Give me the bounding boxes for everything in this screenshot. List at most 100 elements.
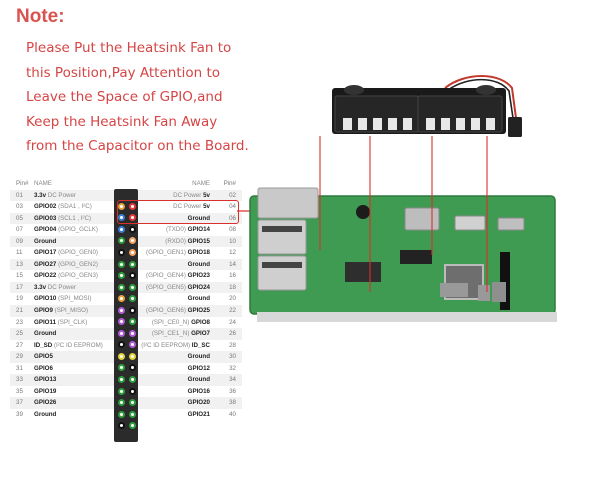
pin-name-right: (GPIO_GEN6) GPIO25 [146, 305, 210, 317]
pin-name-left-main: GPIO19 [34, 387, 57, 395]
pin-name-left-main: GPIO17 [34, 249, 57, 257]
pin-name-right-sub: (RXD0) [165, 237, 186, 245]
pin-name-left: GPIO19 [34, 386, 56, 398]
pin-name-right: DC Power 5v [173, 201, 210, 213]
pin-name-left-sub: (SPI_MISO) [54, 307, 89, 315]
pin-number-right: 10 [229, 237, 236, 245]
pin-number-left: 09 [16, 237, 23, 245]
pin-name-right: Ground [188, 351, 210, 363]
pin-number-left: 25 [16, 330, 23, 338]
gpio-pin [129, 295, 136, 303]
pin-name-right-main: GPIO12 [187, 364, 210, 372]
pin-name-right-main: Ground [187, 376, 210, 384]
pin-name-right-sub: (TXD0) [165, 226, 186, 234]
pin-name-left-main: GPIO27 [34, 260, 57, 268]
pin-number-left: 19 [16, 295, 23, 303]
pin-name-left-main: GPIO10 [34, 295, 57, 303]
gpio-pin [118, 283, 125, 291]
pin-name-right-main: GPIO15 [187, 237, 210, 245]
pin-name-right-sub: (GPIO_GEN4) [146, 272, 186, 280]
pin-name-left: GPIO27 (GPIO_GEN2) [34, 259, 98, 271]
gpio-pin [118, 376, 125, 383]
pin-name-left: Ground [34, 236, 56, 248]
gpio-pin [129, 410, 136, 418]
fan-connector [508, 117, 522, 137]
pin-name-left: GPIO04 (GPIO_GCLK) [34, 224, 98, 236]
pin-name-right-main: GPIO8 [191, 318, 210, 326]
gpio-pin [118, 260, 125, 268]
note-line: Please Put the Heatsink Fan to [26, 40, 232, 56]
note-title: Note: [16, 6, 65, 27]
pin-name-right: DC Power 5v [173, 190, 210, 202]
pin-number-left: 03 [16, 203, 23, 211]
pin-name-right: (GPIO_GEN1) GPIO18 [146, 247, 210, 259]
gpio-pin [129, 260, 136, 268]
fan-fin [486, 118, 495, 130]
pin-name-right: Ground [188, 213, 210, 225]
pin-name-left: GPIO6 [34, 363, 53, 375]
pin-name-left-main: GPIO26 [34, 399, 57, 407]
pin-name-right-main: GPIO21 [187, 410, 210, 418]
gpio-pin [118, 248, 125, 256]
gpio-pin [118, 410, 125, 418]
pin-number-left: 07 [16, 226, 23, 234]
fan-fin [343, 118, 352, 130]
gpio-pin [118, 422, 125, 430]
pin-number-right: 16 [229, 272, 236, 280]
gpio-pin [129, 376, 136, 383]
pin-name-left: GPIO10 (SPI_MOSI) [34, 293, 91, 305]
pin-number-left: 37 [16, 399, 23, 407]
pin-name-right-sub: (GPIO_GEN1) [146, 249, 186, 257]
gpio-pin [129, 283, 136, 291]
pin-name-left-main: GPIO5 [34, 353, 53, 361]
gpio-pin [129, 272, 136, 280]
pin-name-left-main: 3.3v [34, 283, 47, 291]
gpio-pin [118, 399, 125, 407]
gpio-pin [129, 387, 136, 395]
pin-name-right-sub: (I²C ID EEPROM) [141, 341, 191, 349]
gpio-pin [118, 214, 125, 222]
pin-name-left-main: GPIO02 [34, 203, 57, 211]
pin-number-left: 33 [16, 376, 23, 384]
pin-number-right: 04 [229, 203, 236, 211]
pin-name-left-sub: (SDA1 , I²C) [58, 203, 92, 211]
pin-name-right-main: ID_SC [191, 341, 210, 349]
pin-name-right-sub: (GPIO_GEN6) [146, 307, 186, 315]
pin-number-left: 27 [16, 341, 23, 349]
pin-number-right: 36 [229, 387, 236, 395]
gpio-pin [129, 248, 136, 256]
pin-number-right: 34 [229, 376, 236, 384]
pin-number-left: 21 [16, 307, 23, 315]
pin-number-right: 28 [229, 341, 236, 349]
pin-name-left-sub: DC Power [47, 283, 76, 291]
gpio-pin [129, 329, 136, 337]
pin-name-right-sub: DC Power [173, 191, 202, 199]
pin-name-right: (I²C ID EEPROM) ID_SC [141, 340, 210, 352]
pin-name-right-main: GPIO25 [187, 307, 210, 315]
pin-name-left: 3.3v DC Power [34, 282, 76, 294]
fan-fin [471, 118, 480, 130]
note-line: this Position,Pay Attention to [26, 64, 221, 81]
fan-fin [373, 118, 382, 130]
pin-number-right: 38 [229, 399, 236, 407]
pin-name-left-main: ID_SD [34, 341, 53, 349]
fan-fin [388, 118, 397, 130]
pin-name-left-sub: (SCL1 , I²C) [58, 214, 92, 222]
gpio-pin [118, 341, 125, 349]
pin-name-right: (RXD0) GPIO15 [165, 236, 210, 248]
pin-number-left: 17 [16, 283, 23, 291]
pin-name-left-sub: (GPIO_GEN0) [58, 249, 98, 257]
pin-number-left: 23 [16, 318, 23, 326]
pin-number-right: 32 [229, 364, 236, 372]
header-name-left: NAME [34, 180, 52, 187]
gpio-pin [129, 318, 136, 326]
gpio-pin [118, 318, 125, 326]
pin-name-left-main: GPIO6 [34, 364, 53, 372]
pin-name-right: (SPI_CE0_N) GPIO8 [152, 317, 210, 329]
pin-number-left: 05 [16, 214, 23, 222]
